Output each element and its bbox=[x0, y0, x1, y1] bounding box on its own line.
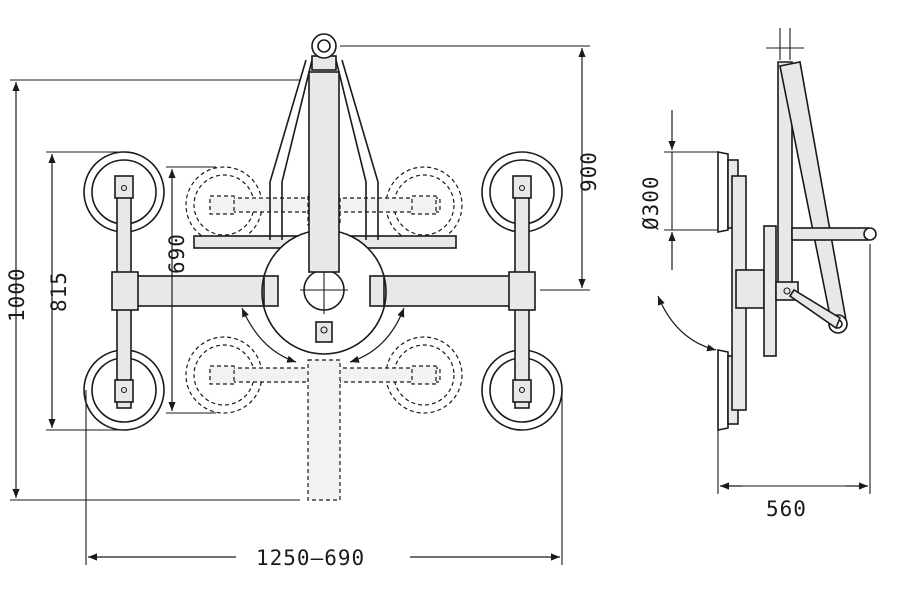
dim-690-label: 690 bbox=[165, 233, 189, 274]
side-view bbox=[657, 28, 877, 431]
front-dimensions: 1000 815 690 900 1250–690 bbox=[5, 45, 601, 570]
dim-815-label: 815 bbox=[47, 271, 71, 312]
dim-diameter-label: Ø300 bbox=[639, 175, 663, 230]
side-dimensions: Ø300 560 bbox=[639, 110, 871, 521]
dim-900-label: 900 bbox=[577, 151, 601, 192]
front-view bbox=[83, 33, 563, 501]
dim-span-label: 1250–690 bbox=[256, 546, 365, 570]
dim-1000-label: 1000 bbox=[5, 267, 29, 322]
dim-560-label: 560 bbox=[766, 497, 807, 521]
